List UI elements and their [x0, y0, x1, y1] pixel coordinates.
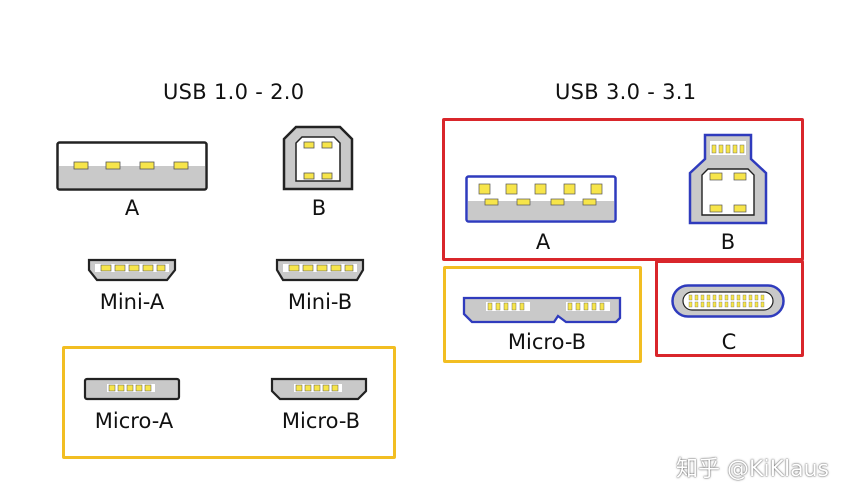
usb-type-c-label: C: [721, 330, 737, 354]
usb-c-frame: [655, 260, 804, 357]
usb-micro-a-connector-icon: [83, 377, 181, 401]
watermark: 知乎 @KiKlaus: [676, 457, 829, 482]
usb2-mini-a-label: Mini-A: [99, 290, 165, 314]
usb3-type-b-label: B: [720, 230, 736, 254]
usb-mini-b-connector-icon: [275, 258, 365, 282]
usb2-micro-b-label: Micro-B: [281, 409, 361, 433]
usb2-type-b-label: B: [311, 196, 327, 220]
usb-type-c-connector-icon: [671, 284, 785, 318]
usb2-mini-b-label: Mini-B: [287, 290, 353, 314]
usb3-type-b-connector-icon: [688, 133, 768, 225]
usb3-heading: USB 3.0 - 3.1: [555, 80, 697, 104]
usb3-micro-b-frame: [443, 266, 642, 363]
usb-micro-b-connector-icon: [270, 377, 368, 401]
usb-type-a-connector-icon: [56, 141, 208, 191]
usb2-micro-frame: [62, 346, 396, 459]
usb3-type-a-label: A: [535, 230, 551, 254]
usb3-micro-b-label: Micro-B: [507, 330, 587, 354]
usb-mini-a-connector-icon: [87, 258, 177, 282]
usb-type-b-connector-icon: [282, 125, 354, 191]
usb3-ab-frame: [442, 118, 804, 261]
usb2-type-a-label: A: [124, 196, 140, 220]
usb2-heading: USB 1.0 - 2.0: [163, 80, 305, 104]
usb2-micro-a-label: Micro-A: [94, 409, 174, 433]
usb3-micro-b-connector-icon: [462, 296, 622, 324]
usb3-type-a-connector-icon: [465, 175, 617, 223]
